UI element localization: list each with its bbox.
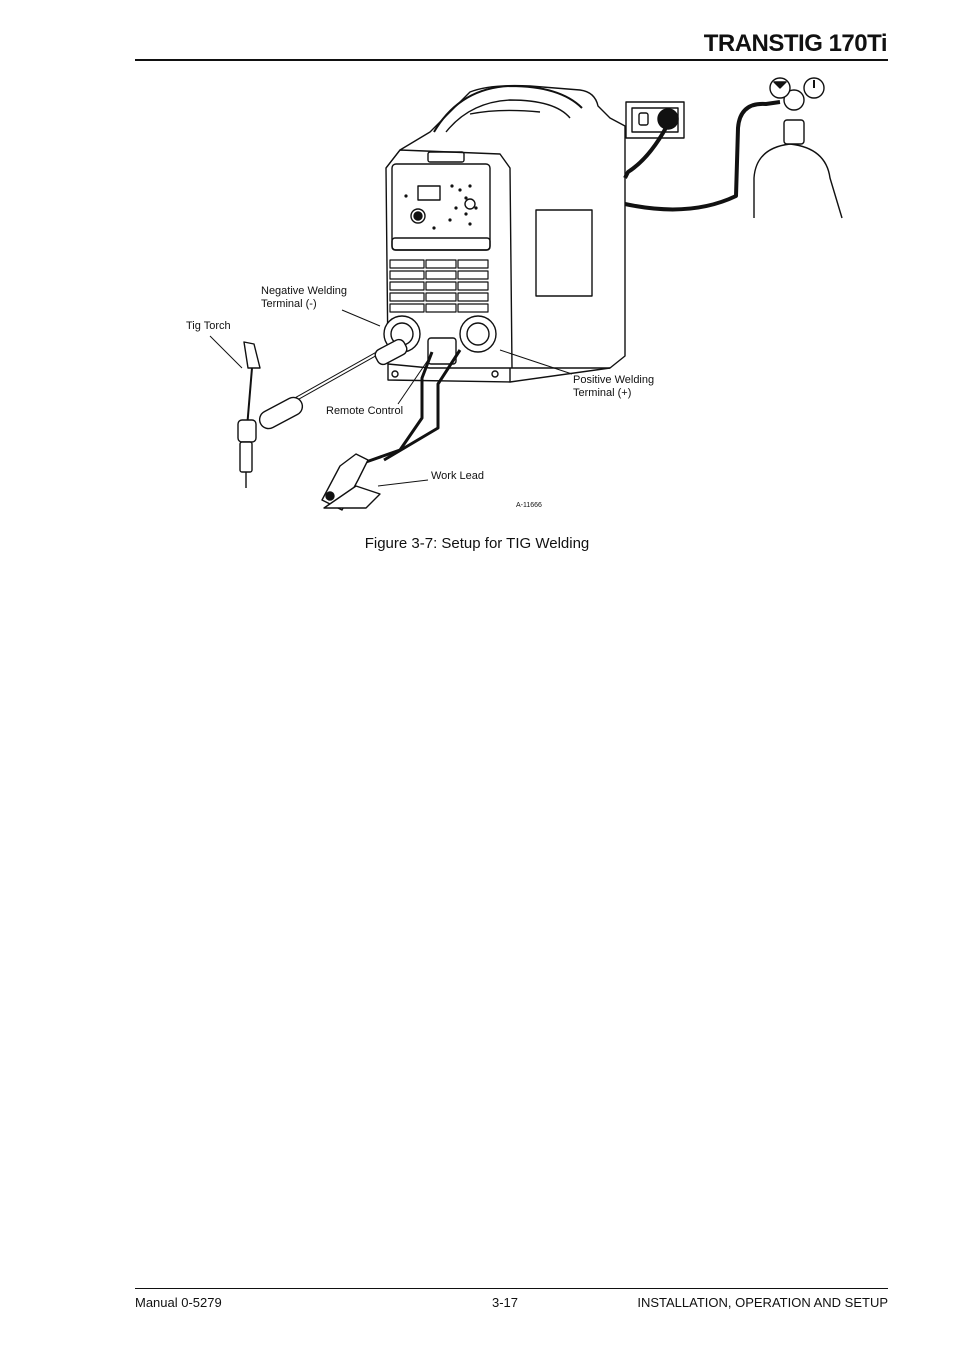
product-title: TRANSTIG 170Ti <box>703 30 888 57</box>
welder-diagram <box>209 77 843 511</box>
footer-rule <box>135 1288 888 1289</box>
welder-machine <box>385 84 626 383</box>
tig-torch-label: Tig Torch <box>186 320 231 332</box>
positive-terminal-label-line1: Positive Welding <box>573 374 655 386</box>
header-rule <box>135 59 888 61</box>
remote-control-label: Remote Control <box>326 405 404 417</box>
negative-terminal-label-line2: Terminal (-) <box>261 298 317 310</box>
tig-torch <box>237 338 408 488</box>
footer-page-number: 3-17 <box>492 1295 519 1310</box>
figure-id: A-11666 <box>516 502 542 509</box>
tig-setup-illustration <box>170 68 860 528</box>
gas-cylinder <box>624 77 843 219</box>
work-lead <box>321 349 462 511</box>
positive-terminal-label-line2: Terminal (+) <box>573 387 632 399</box>
negative-terminal-label-line1: Negative Welding <box>261 285 348 297</box>
callout-leaders <box>209 309 573 487</box>
negative-terminal-label: Negative Welding Terminal (-) <box>261 285 347 311</box>
footer-section: INSTALLATION, OPERATION AND SETUP <box>637 1295 888 1310</box>
work-lead-label: Work Lead <box>431 470 484 482</box>
figure-caption: Figure 3-7: Setup for TIG Welding <box>364 535 590 552</box>
footer-manual: Manual 0-5279 <box>135 1295 222 1310</box>
positive-terminal-label: Positive Welding Terminal (+) <box>573 374 654 400</box>
power-outlet <box>623 101 685 179</box>
